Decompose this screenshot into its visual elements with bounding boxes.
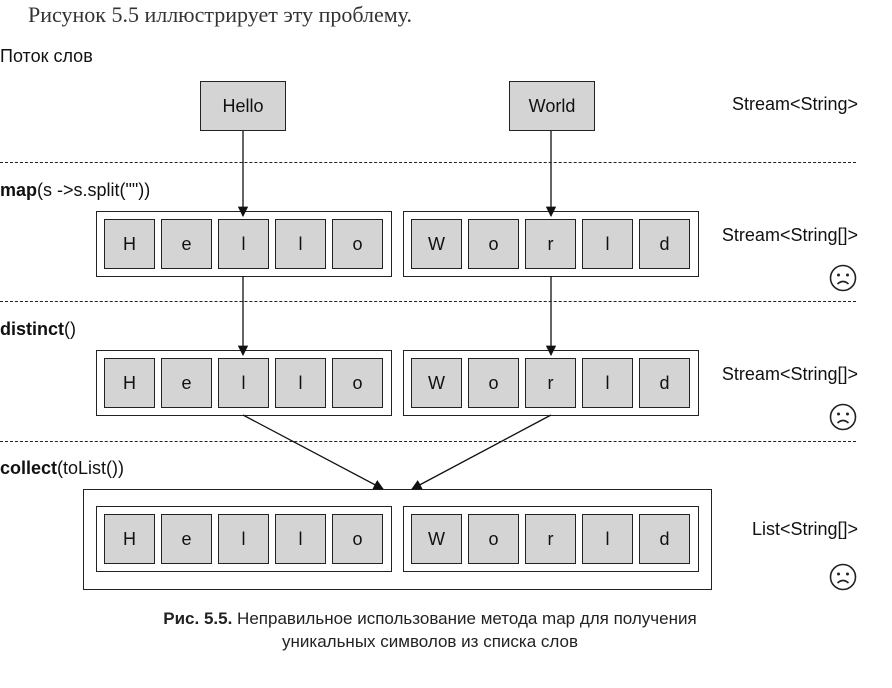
type-label-collect: List<String[]> [751, 519, 858, 539]
method-args: (s ->s.split("")) [37, 180, 151, 200]
arrow-distinct-to-collect-hello [242, 414, 384, 490]
char-cell: e [161, 219, 212, 269]
array-group-world-distinct: W o r l d [403, 350, 699, 416]
char-cell: l [275, 219, 326, 269]
char-cell: l [582, 219, 633, 269]
char-cell: e [161, 358, 212, 408]
separator-2 [0, 301, 856, 302]
method-args: (toList()) [57, 458, 125, 478]
sad-face-icon [829, 264, 857, 292]
word-box-hello: Hello [200, 81, 286, 131]
separator-1 [0, 162, 856, 163]
intro-text: Рисунок 5.5 иллюстрирует эту проблему. [28, 2, 412, 27]
char-cell: o [332, 514, 383, 564]
stream-label: Поток слов [0, 46, 93, 66]
char-cell: e [161, 514, 212, 564]
step-label-distinct: distinct() [0, 319, 76, 340]
char-cell: r [525, 358, 576, 408]
char-cell: W [411, 514, 462, 564]
step-label-map: map(s ->s.split("")) [0, 180, 150, 201]
char-cell: o [468, 514, 519, 564]
char-cell: d [639, 219, 690, 269]
sad-face-icon [829, 563, 857, 591]
char-cell: H [104, 219, 155, 269]
char-cell: l [582, 514, 633, 564]
type-label-distinct: Stream<String[]> [721, 364, 858, 384]
array-group-world-map: W o r l d [403, 211, 699, 277]
separator-3 [0, 441, 856, 442]
char-cell: l [275, 358, 326, 408]
figure-caption: Рис. 5.5. Неправильное использование мет… [0, 609, 860, 629]
sad-face-icon [829, 403, 857, 431]
char-cell: o [332, 219, 383, 269]
char-cell: W [411, 358, 462, 408]
char-cell: H [104, 514, 155, 564]
char-cell: d [639, 358, 690, 408]
char-cell: l [218, 219, 269, 269]
step-label-collect: collect(toList()) [0, 458, 124, 479]
method-args: () [64, 319, 77, 339]
char-cell: o [468, 358, 519, 408]
type-label-map: Stream<String[]> [721, 225, 858, 245]
char-cell: o [468, 219, 519, 269]
method-name: distinct [0, 319, 65, 339]
array-group-hello-distinct: H e l l o [96, 350, 392, 416]
word-box-world: World [509, 81, 595, 131]
char-cell: l [218, 358, 269, 408]
char-cell: l [582, 358, 633, 408]
char-cell: o [332, 358, 383, 408]
caption-prefix: Рис. 5.5. [163, 609, 233, 628]
char-cell: r [525, 514, 576, 564]
array-group-world-collect: W o r l d [403, 506, 699, 572]
char-cell: d [639, 514, 690, 564]
array-group-hello-collect: H e l l o [96, 506, 392, 572]
char-cell: l [218, 514, 269, 564]
method-name: map [0, 180, 38, 200]
arrow-distinct-to-collect-world [411, 414, 552, 490]
char-cell: H [104, 358, 155, 408]
char-cell: W [411, 219, 462, 269]
array-group-hello-map: H e l l o [96, 211, 392, 277]
char-cell: r [525, 219, 576, 269]
figure-caption-line2: уникальных символов из списка слов [282, 632, 578, 651]
method-name: collect [0, 458, 58, 478]
type-label-initial: Stream<String> [731, 94, 858, 114]
caption-line1: Неправильное использование метода map дл… [237, 609, 697, 628]
char-cell: l [275, 514, 326, 564]
